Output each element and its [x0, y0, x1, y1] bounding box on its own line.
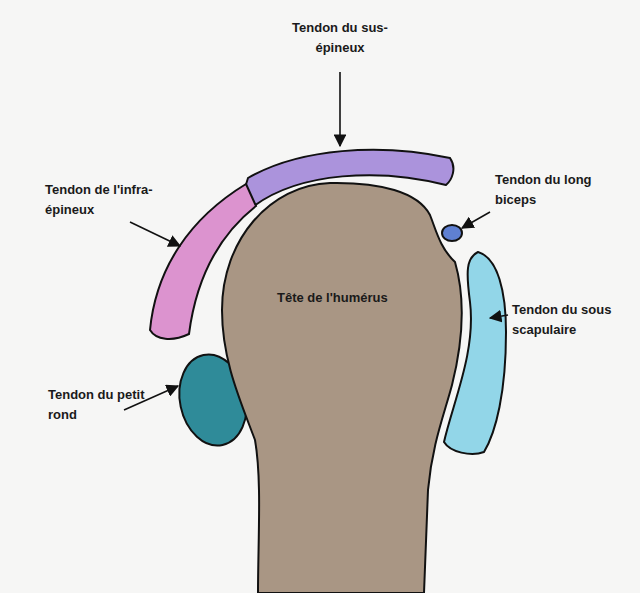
tendon-label: Tendon du long biceps — [495, 170, 607, 210]
tendon-label: Tendon du petit rond — [48, 385, 156, 425]
node-label: Tête de l'humérus — [277, 288, 388, 308]
leader-line — [490, 315, 508, 318]
leader-line — [130, 222, 180, 246]
tendon-label: Tendon du sus- épineux — [275, 18, 405, 58]
biceps-tendon — [442, 225, 462, 241]
tendon-label: Tendon de l'infra- épineux — [45, 180, 175, 220]
humerus-shape — [222, 183, 462, 593]
humerus-outline — [215, 180, 475, 593]
humerus-head: Tête de l'humérus — [215, 180, 475, 593]
leader-line — [339, 72, 341, 146]
leader-line — [462, 212, 490, 228]
tendon-label: Tendon du sous scapulaire — [512, 300, 630, 340]
